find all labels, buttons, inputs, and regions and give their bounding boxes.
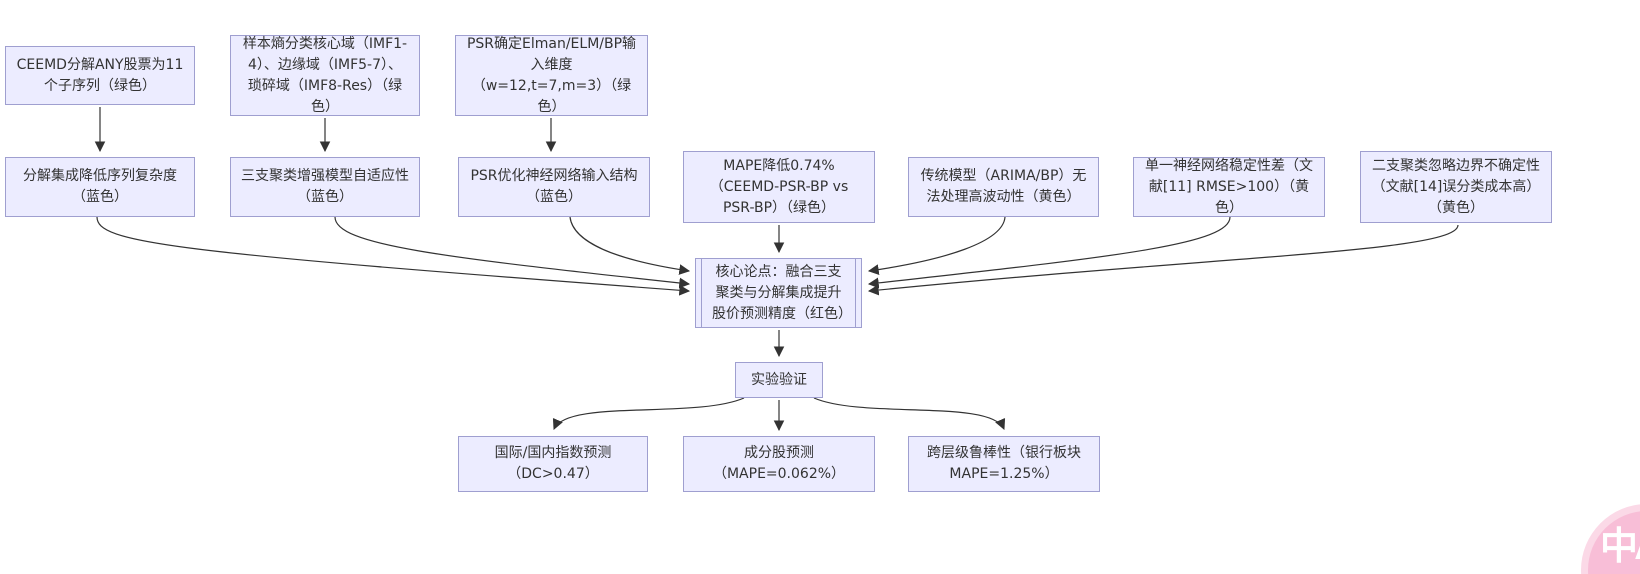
node-index-prediction: 国际/国内指数预测（DC>0.47） <box>458 436 648 492</box>
edge-threeway-core <box>334 216 691 289</box>
node-ceemd-decomposition: CEEMD分解ANY股票为11个子序列（绿色） <box>5 46 195 105</box>
edge-experiment-robust <box>813 397 1006 430</box>
node-three-way-clustering: 三支聚类增强模型自适应性（蓝色） <box>230 157 420 217</box>
translate-icon: 中A <box>1600 524 1640 568</box>
node-experiment-validation: 实验验证 <box>735 362 823 398</box>
node-cross-level-robustness: 跨层级鲁棒性（银行板块MAPE=1.25%） <box>908 436 1100 492</box>
node-constituent-stock-prediction: 成分股预测（MAPE=0.062%） <box>683 436 875 492</box>
edge-traditional-core <box>867 216 1006 275</box>
node-psr-input-dimension: PSR确定Elman/ELM/BP输入维度（w=12,t=7,m=3）（绿色） <box>455 35 648 116</box>
edge-singlenn-core <box>867 216 1231 289</box>
edge-psropt-core <box>569 216 691 275</box>
node-sample-entropy-classification: 样本熵分类核心域（IMF1-4）、边缘域（IMF5-7）、琐碎域（IMF8-Re… <box>230 35 420 116</box>
node-mape-reduction: MAPE降低0.74%（CEEMD-PSR-BP vs PSR-BP）（绿色） <box>683 151 875 223</box>
edge-twoway-core <box>867 224 1459 296</box>
node-traditional-model-limitation: 传统模型（ARIMA/BP）无法处理高波动性（黄色） <box>908 157 1099 217</box>
edge-experiment-indexpred <box>552 397 745 430</box>
node-single-nn-instability: 单一神经网络稳定性差（文献[11] RMSE>100）（黄色） <box>1133 157 1325 217</box>
node-psr-optimization: PSR优化神经网络输入结构（蓝色） <box>458 157 650 217</box>
translate-button[interactable]: 中A <box>1588 511 1640 574</box>
edge-decomp-core <box>96 216 691 296</box>
node-two-way-clustering-limitation: 二支聚类忽略边界不确定性（文献[14]误分类成本高）（黄色） <box>1360 151 1552 223</box>
node-core-thesis: 核心论点：融合三支聚类与分解集成提升股价预测精度（红色） <box>695 258 862 328</box>
node-decomposition-ensemble: 分解集成降低序列复杂度（蓝色） <box>5 157 195 217</box>
